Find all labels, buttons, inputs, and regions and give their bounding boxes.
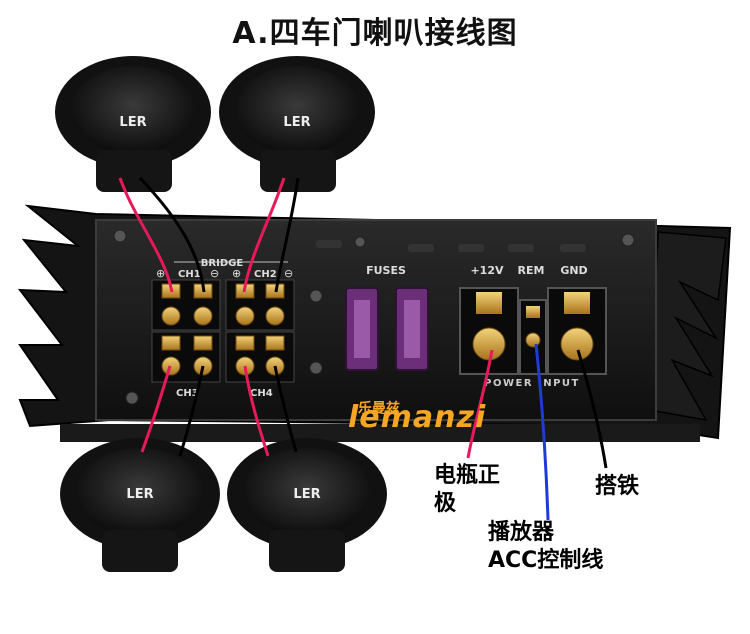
battery-positive-wire bbox=[466, 349, 494, 459]
channel-label-ch2: CH2 bbox=[254, 269, 277, 280]
speaker-terminal-blocks: BRIDGE CH1 CH2 CH3 CH4 ⊕ ⊖ ⊕ ⊖ bbox=[151, 258, 295, 399]
wires bbox=[118, 176, 608, 521]
plus-icon: ⊕ bbox=[156, 267, 165, 280]
channel-label-ch3: CH3 bbox=[176, 388, 199, 399]
plus-icon: ⊕ bbox=[232, 267, 241, 280]
acc-callout-line-1: 播放器 bbox=[488, 520, 555, 545]
bridge-label: BRIDGE bbox=[201, 258, 244, 269]
ch1-positive-wire bbox=[118, 177, 174, 293]
page-title: A.四车门喇叭接线图 bbox=[232, 16, 518, 51]
ground-wire bbox=[576, 349, 608, 469]
acc-control-callout: 播放器 ACC控制线 bbox=[488, 519, 603, 574]
ch4-negative-wire bbox=[273, 365, 298, 453]
speaker-brand-logo: LER bbox=[283, 115, 310, 130]
fuse-section: FUSES bbox=[345, 264, 429, 371]
speaker-rear-left: LER bbox=[60, 438, 220, 572]
watermark-logo: lemanzi bbox=[348, 400, 487, 435]
power-input-block: +12V REM GND POWER INPUT bbox=[459, 264, 607, 389]
ch2-negative-wire bbox=[274, 177, 300, 293]
ch3-positive-wire bbox=[140, 365, 172, 453]
speaker-front-left: LER bbox=[55, 56, 211, 192]
ch2-positive-wire bbox=[242, 177, 286, 293]
ch4-positive-wire bbox=[243, 365, 270, 457]
power-input-label: POWER INPUT bbox=[484, 378, 580, 389]
terminal-label-rem: REM bbox=[518, 264, 545, 277]
battery-positive-callout: 电瓶正极 bbox=[434, 463, 501, 516]
ch3-negative-wire bbox=[178, 365, 205, 457]
speaker-brand-logo: LER bbox=[126, 487, 153, 502]
ch1-negative-wire bbox=[138, 176, 206, 293]
channel-label-ch1: CH1 bbox=[178, 269, 201, 280]
terminal-label-12v: +12V bbox=[470, 264, 504, 277]
fuses-label: FUSES bbox=[366, 264, 406, 277]
acc-callout-line-2: ACC控制线 bbox=[488, 547, 604, 573]
speaker-brand-logo: LER bbox=[293, 487, 320, 502]
speaker-brand-logo: LER bbox=[119, 115, 146, 130]
speaker-front-right: LER bbox=[219, 56, 375, 192]
speaker-rear-right: LER bbox=[227, 438, 387, 572]
channel-label-ch4: CH4 bbox=[250, 388, 273, 399]
ground-callout: 搭铁 bbox=[595, 474, 640, 499]
watermark-cn: 乐曼兹 bbox=[358, 401, 400, 417]
minus-icon: ⊖ bbox=[210, 267, 219, 280]
minus-icon: ⊖ bbox=[284, 267, 293, 280]
terminal-label-gnd: GND bbox=[560, 264, 587, 277]
acc-control-wire bbox=[534, 343, 550, 521]
